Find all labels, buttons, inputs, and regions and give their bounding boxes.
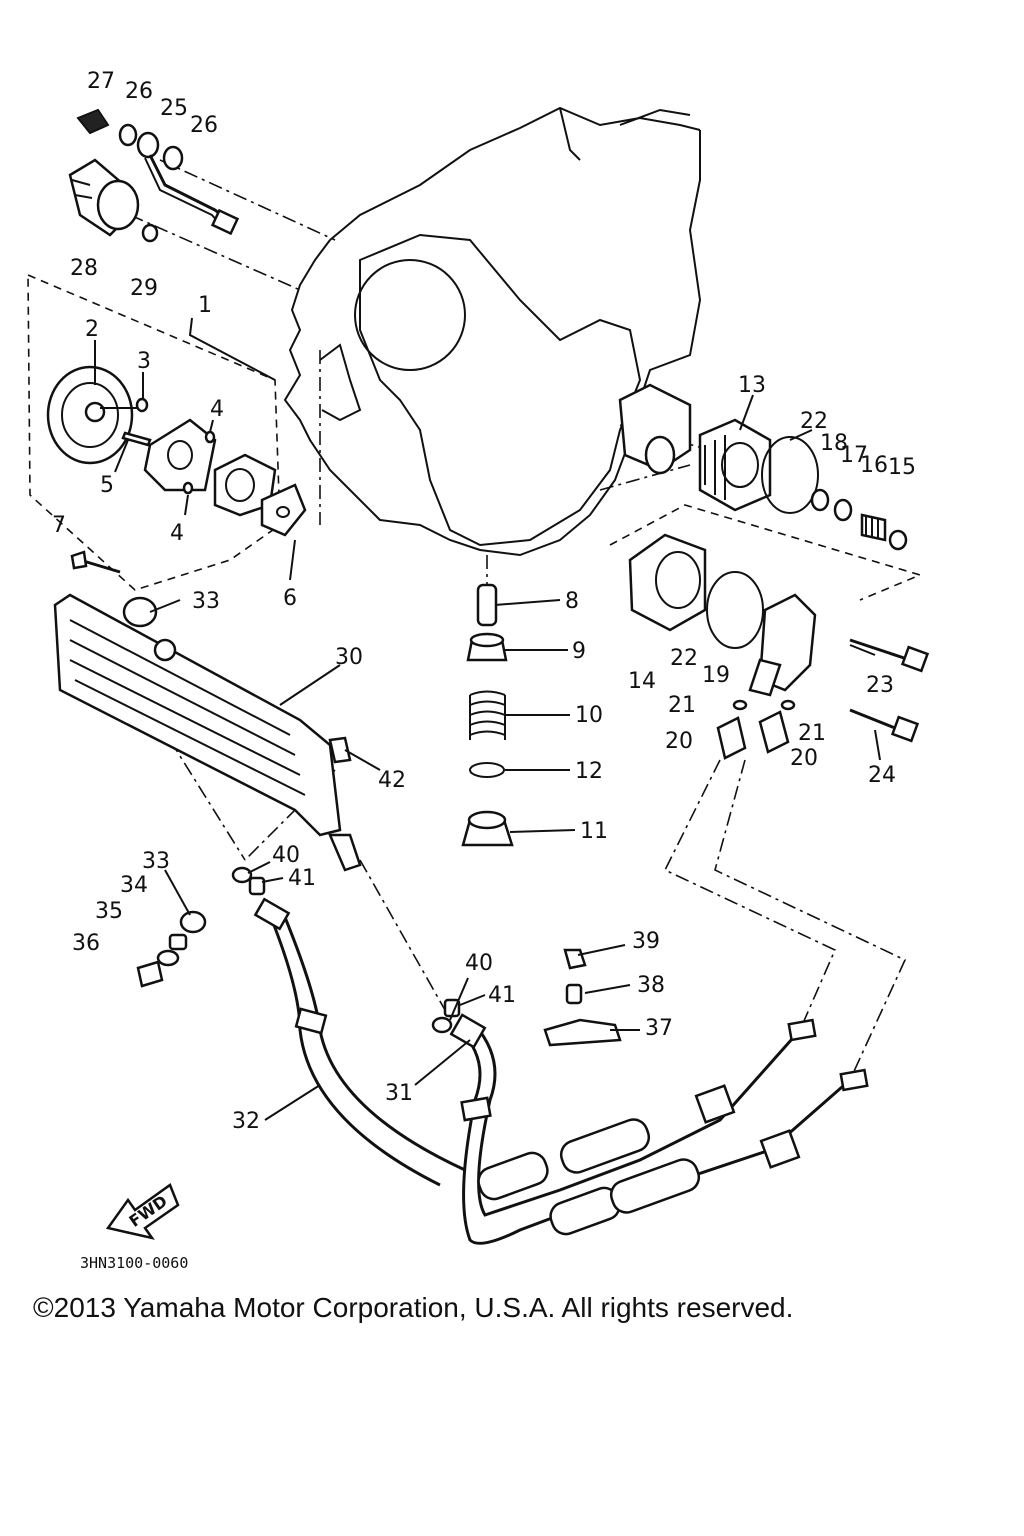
callout-42: 42 bbox=[378, 768, 406, 793]
oil-delivery-pipe-group bbox=[68, 108, 240, 243]
callout-19: 19 bbox=[702, 663, 730, 688]
oil-cooler bbox=[53, 593, 362, 872]
callout-26: 26 bbox=[125, 79, 153, 104]
oil-filter-parts bbox=[618, 383, 930, 760]
drawing-code: 3HN3100-0060 bbox=[80, 1254, 188, 1272]
callout-29: 29 bbox=[130, 276, 158, 301]
callout-22: 22 bbox=[670, 646, 698, 671]
callout-32: 32 bbox=[232, 1109, 260, 1134]
callout-13: 13 bbox=[738, 373, 766, 398]
forward-direction-arrow: FWD bbox=[105, 1183, 180, 1240]
callout-5: 5 bbox=[100, 473, 114, 498]
callout-40: 40 bbox=[465, 951, 493, 976]
callout-18: 18 bbox=[820, 431, 848, 456]
callout-3: 3 bbox=[137, 349, 151, 374]
callout-22: 22 bbox=[800, 409, 828, 434]
callout-24: 24 bbox=[868, 763, 896, 788]
callout-26: 26 bbox=[190, 113, 218, 138]
leader-lines bbox=[129, 159, 907, 1081]
oil-pump-parts bbox=[46, 365, 307, 574]
oil-hoses bbox=[253, 897, 869, 1245]
callout-14: 14 bbox=[628, 669, 656, 694]
callout-20: 20 bbox=[790, 746, 818, 771]
callout-30: 30 bbox=[335, 645, 363, 670]
cooler-fittings bbox=[136, 866, 622, 1047]
callout-9: 9 bbox=[572, 639, 586, 664]
callout-16: 16 bbox=[860, 453, 888, 478]
callout-38: 38 bbox=[637, 973, 665, 998]
callout-7: 7 bbox=[52, 513, 66, 538]
callout-8: 8 bbox=[565, 589, 579, 614]
copyright-notice: ©2013 Yamaha Motor Corporation, U.S.A. A… bbox=[33, 1292, 794, 1323]
callout-40: 40 bbox=[272, 843, 300, 868]
callout-leaders bbox=[94, 317, 881, 1121]
callout-1: 1 bbox=[198, 293, 212, 318]
callout-4: 4 bbox=[210, 397, 224, 422]
callout-33: 33 bbox=[192, 589, 220, 614]
callout-numbers: 27 26 25 26 28 29 1 2 3 4 5 4 7 6 13 22 … bbox=[52, 69, 916, 1134]
callout-12: 12 bbox=[575, 759, 603, 784]
callout-41: 41 bbox=[288, 866, 316, 891]
strainer-assembly-boundary bbox=[609, 504, 923, 601]
callout-23: 23 bbox=[866, 673, 894, 698]
callout-37: 37 bbox=[645, 1016, 673, 1041]
callout-31: 31 bbox=[385, 1081, 413, 1106]
callout-33: 33 bbox=[142, 849, 170, 874]
oil-system-exploded-diagram: FWD 3HN3100-0060 27 2 bbox=[27, 69, 930, 1272]
callout-2: 2 bbox=[85, 317, 99, 342]
relief-valve-parts bbox=[461, 583, 514, 847]
callout-21: 21 bbox=[798, 721, 826, 746]
crankcase-cover bbox=[283, 106, 702, 557]
callout-21: 21 bbox=[668, 693, 696, 718]
callout-34: 34 bbox=[120, 873, 148, 898]
callout-10: 10 bbox=[575, 703, 603, 728]
callout-27: 27 bbox=[87, 69, 115, 94]
callout-4: 4 bbox=[170, 521, 184, 546]
callout-15: 15 bbox=[888, 455, 916, 480]
callout-39: 39 bbox=[632, 929, 660, 954]
callout-35: 35 bbox=[95, 899, 123, 924]
callout-20: 20 bbox=[665, 729, 693, 754]
callout-28: 28 bbox=[70, 256, 98, 281]
callout-36: 36 bbox=[72, 931, 100, 956]
callout-25: 25 bbox=[160, 96, 188, 121]
callout-41: 41 bbox=[488, 983, 516, 1008]
callout-6: 6 bbox=[283, 586, 297, 611]
callout-11: 11 bbox=[580, 819, 608, 844]
callout-17: 17 bbox=[840, 443, 868, 468]
